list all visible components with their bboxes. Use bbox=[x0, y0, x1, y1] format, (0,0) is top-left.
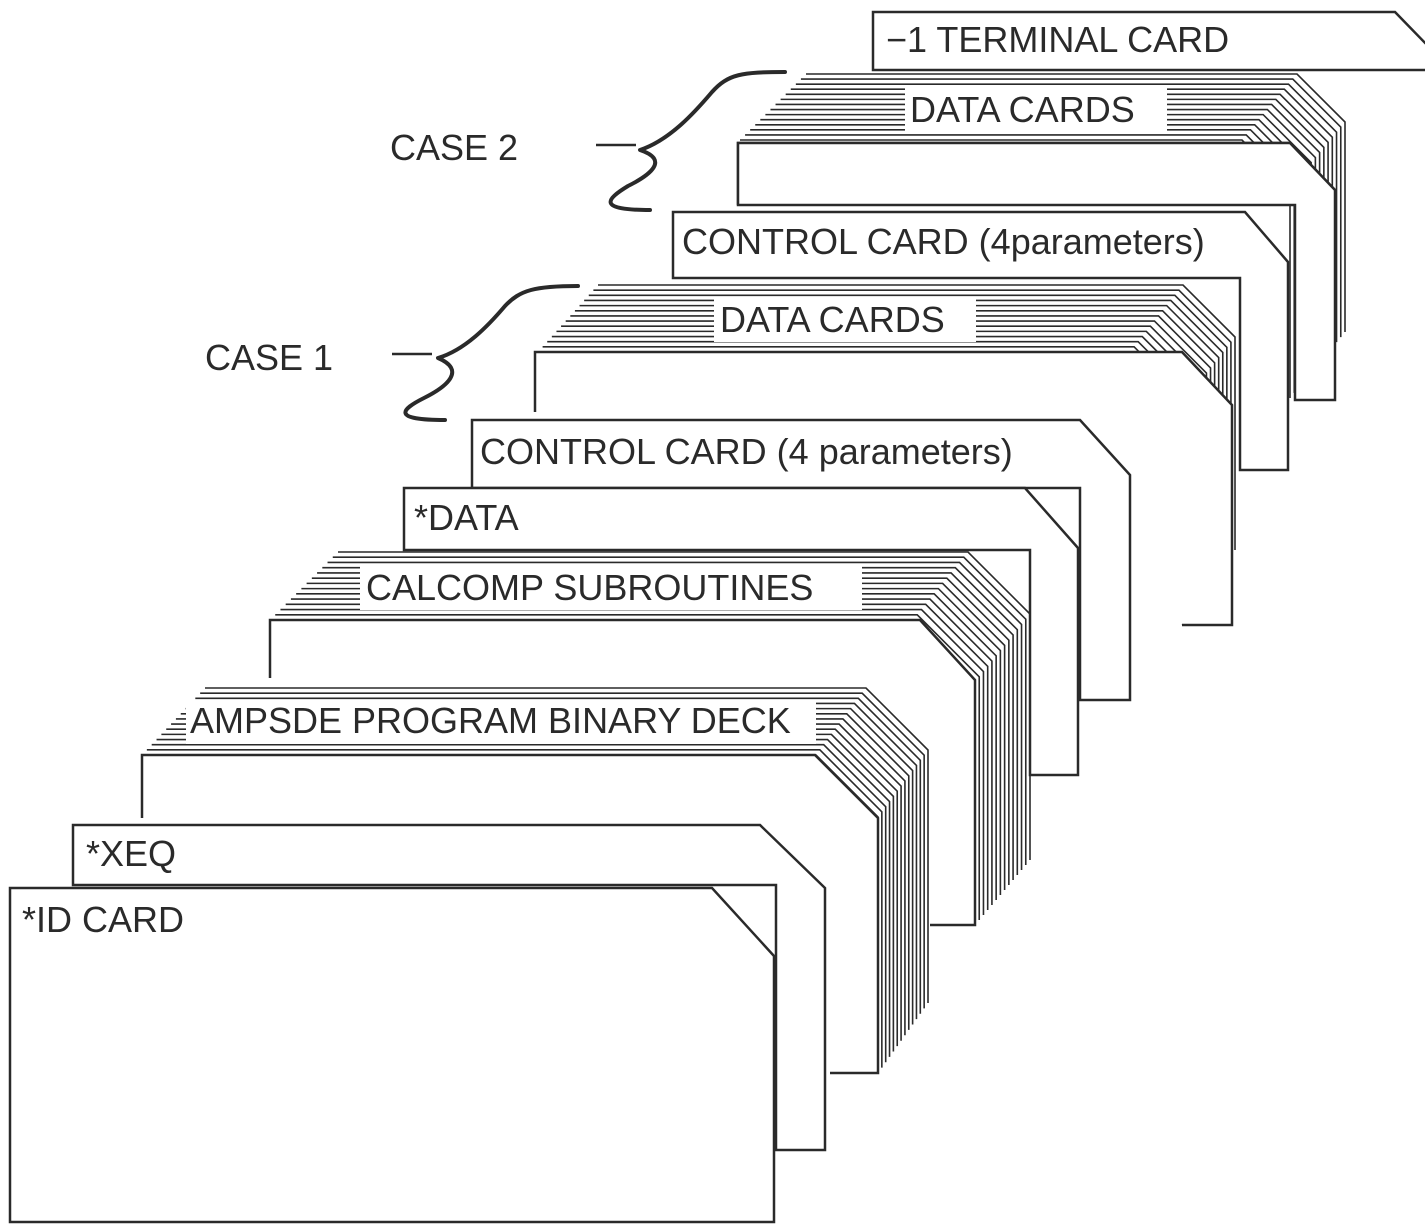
card-edge bbox=[598, 284, 1236, 550]
id-card: *ID CARD bbox=[8, 886, 776, 1224]
card-edge bbox=[800, 78, 1342, 338]
card-edge bbox=[806, 73, 1346, 332]
card-edge bbox=[205, 687, 929, 1003]
case1-control-card: CONTROL CARD (4 parameters) bbox=[470, 418, 1132, 702]
xeq-card: *XEQ bbox=[71, 823, 827, 1152]
ampsde-binary-deck-label: AMPSDE PROGRAM BINARY DECK bbox=[190, 700, 791, 741]
xeq-card-label: *XEQ bbox=[86, 833, 176, 874]
terminal-card: −1 TERMINAL CARD bbox=[871, 10, 1425, 72]
card-edge bbox=[151, 743, 887, 1063]
case1-control-card-label: CONTROL CARD (4 parameters) bbox=[480, 431, 1013, 472]
case2-control-card: CONTROL CARD (4parameters) bbox=[671, 210, 1290, 472]
card-edge bbox=[195, 697, 922, 1014]
calcomp-subroutines-label: CALCOMP SUBROUTINES bbox=[366, 567, 813, 608]
terminal-card-label: −1 TERMINAL CARD bbox=[886, 19, 1229, 60]
case1-bracket: CASE 1 bbox=[205, 284, 580, 422]
card-edge bbox=[338, 551, 1031, 860]
id-card-label: *ID CARD bbox=[22, 899, 184, 940]
card-edge bbox=[795, 83, 1338, 343]
card-edge bbox=[332, 556, 1027, 865]
card-edge bbox=[146, 749, 883, 1068]
case1-data-cards-label: DATA CARDS bbox=[720, 299, 945, 340]
case1-label: CASE 1 bbox=[205, 337, 333, 378]
case2-data-cards-label: DATA CARDS bbox=[910, 89, 1135, 130]
card-edge bbox=[275, 613, 981, 920]
data-control-card-label: *DATA bbox=[414, 497, 519, 538]
case2-label: CASE 2 bbox=[390, 127, 518, 168]
case2-control-card-label: CONTROL CARD (4parameters) bbox=[682, 221, 1205, 262]
data-control-card: *DATA bbox=[402, 486, 1080, 777]
case2-data-cards: DATA CARDS bbox=[736, 73, 1346, 402]
card-edge bbox=[327, 561, 1023, 870]
card-edge bbox=[200, 692, 925, 1009]
case2-bracket: CASE 2 bbox=[390, 70, 787, 212]
